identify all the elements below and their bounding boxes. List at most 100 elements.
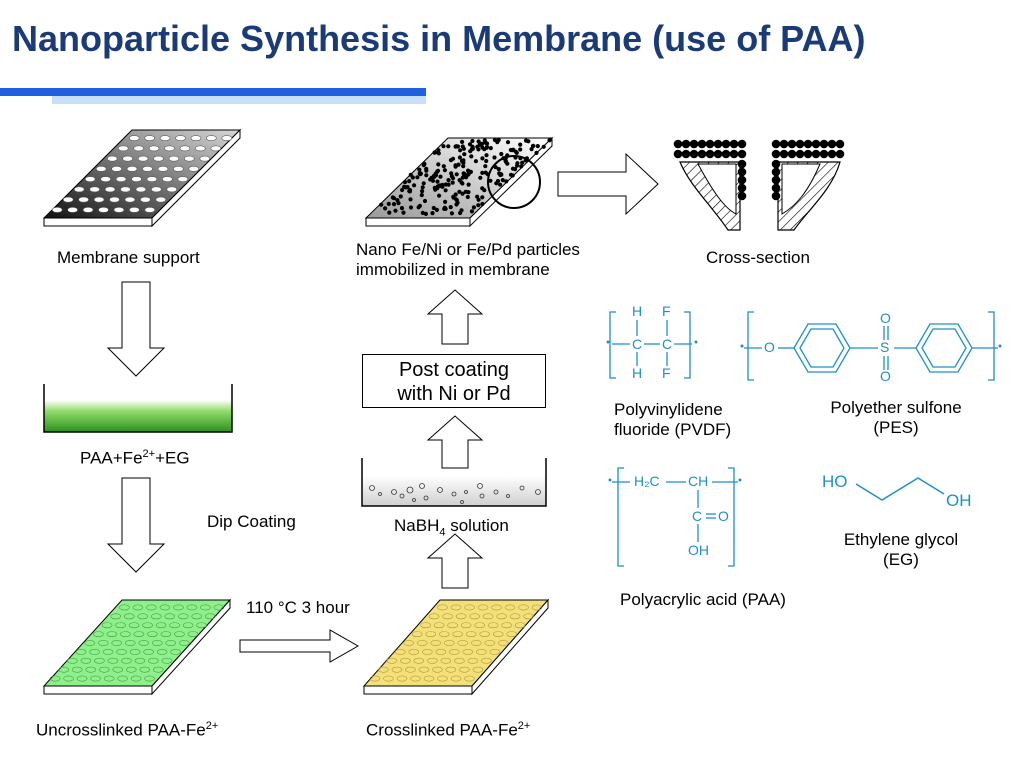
up-arrow-1 — [426, 533, 484, 589]
nanoparticle-dot — [422, 198, 428, 204]
nanoparticle-dot — [476, 203, 481, 208]
nanoparticle-dot — [531, 143, 536, 148]
nanoparticle-dot — [480, 201, 485, 207]
membrane-pore — [101, 622, 113, 629]
membrane-pore — [199, 155, 211, 162]
membrane-pore — [148, 657, 159, 664]
membrane-pore — [484, 640, 496, 646]
membrane-pore — [408, 648, 420, 655]
membrane-pore — [427, 657, 438, 664]
membrane-pore — [383, 675, 394, 682]
nanoparticle-dot — [460, 139, 465, 144]
pes-o-ether: O — [764, 339, 775, 355]
nanoparticle-dot — [484, 153, 489, 158]
nanoparticle-dot — [484, 158, 489, 164]
membrane-pore — [416, 640, 428, 646]
membrane-pore — [159, 135, 171, 142]
membrane-pore — [169, 622, 180, 629]
nanoparticle-dot — [461, 160, 466, 165]
membrane-pore — [94, 657, 105, 664]
nanoparticle-dot — [415, 175, 420, 180]
membrane-pore — [115, 176, 127, 183]
nanoparticle-dot — [535, 144, 540, 149]
membrane-pore — [428, 613, 440, 620]
membrane-pore — [452, 631, 463, 638]
paa-o: O — [718, 508, 729, 524]
pvdf-c2: C — [662, 336, 673, 352]
membrane-pore — [135, 186, 147, 193]
membrane-pore — [131, 176, 142, 183]
membrane-pore — [403, 640, 415, 646]
nanoparticle-dot — [466, 171, 471, 176]
cross-section-particle — [737, 191, 747, 201]
eg-oh: OH — [946, 491, 972, 510]
membrane-pore — [110, 613, 122, 620]
nanoparticle-dot — [518, 147, 523, 152]
nanoparticle-dot — [417, 203, 422, 208]
cross-section-particle — [673, 149, 683, 159]
nanoparticle-dot — [441, 144, 446, 149]
cross-section-right-arrow — [557, 152, 659, 216]
pvdf-f-bot: F — [662, 365, 671, 381]
membrane-pore — [156, 648, 168, 655]
dip-coating-label: Dip Coating — [207, 512, 296, 531]
cross-section-particle — [827, 139, 837, 149]
bubble — [535, 489, 541, 495]
membrane-pore — [177, 176, 189, 183]
membrane-pore — [369, 675, 381, 682]
cross-section-particle — [811, 149, 821, 159]
membrane-pore — [509, 613, 521, 620]
cross-section-particle — [737, 139, 747, 149]
membrane-pore — [104, 186, 116, 193]
membrane-pore — [457, 640, 469, 646]
membrane-pore — [481, 657, 492, 664]
eg-label: Ethylene glycol (EG) — [843, 530, 959, 569]
membrane-pore — [173, 604, 184, 611]
nanoparticle-dot — [420, 210, 425, 215]
cross-section-particle — [795, 149, 805, 159]
bubble — [412, 498, 416, 502]
bubble — [419, 483, 425, 489]
eg-ho: HO — [822, 472, 848, 491]
cross-section-particle — [771, 149, 781, 159]
membrane-pore — [138, 640, 150, 646]
membrane-pore — [418, 666, 430, 673]
membrane-pore — [67, 657, 78, 664]
nanoparticle-dot — [518, 142, 523, 147]
membrane-pore — [124, 640, 136, 646]
membrane-pore — [204, 613, 216, 620]
membrane-pore — [123, 613, 135, 620]
membrane-pore — [420, 622, 431, 629]
nanoparticle-dot — [387, 210, 392, 215]
membrane-pore — [178, 640, 190, 646]
membrane-pore — [396, 675, 408, 682]
cross-section-particle — [819, 139, 829, 149]
nanoparticle-dot — [421, 163, 426, 168]
membrane-pore — [148, 145, 160, 152]
cross-section-particle — [737, 159, 747, 169]
cross-section-particle — [771, 183, 781, 193]
membrane-pore — [523, 613, 534, 620]
nanoparticle-dot — [495, 140, 500, 145]
membrane-pore — [137, 155, 149, 162]
pvdf-h-top: H — [632, 303, 643, 319]
membrane-pore — [90, 675, 101, 682]
membrane-pore — [84, 176, 96, 183]
membrane-pore — [195, 145, 206, 152]
nanoparticle-dot — [454, 197, 459, 202]
nanoparticle-dot — [529, 147, 534, 152]
membrane-pore — [504, 604, 516, 611]
membrane-pore — [173, 165, 184, 172]
membrane-pore — [462, 648, 474, 655]
membrane-pore — [106, 631, 118, 638]
nanoparticle-dot — [440, 184, 445, 189]
membrane-pore — [422, 648, 433, 655]
nanoparticle-dot — [433, 173, 439, 178]
membrane-pore — [501, 622, 512, 629]
membrane-pore — [164, 613, 176, 620]
bubble — [479, 493, 485, 499]
paa-structure — [612, 467, 738, 567]
paa-solution-tray — [43, 384, 233, 433]
membrane-pore — [470, 640, 482, 646]
